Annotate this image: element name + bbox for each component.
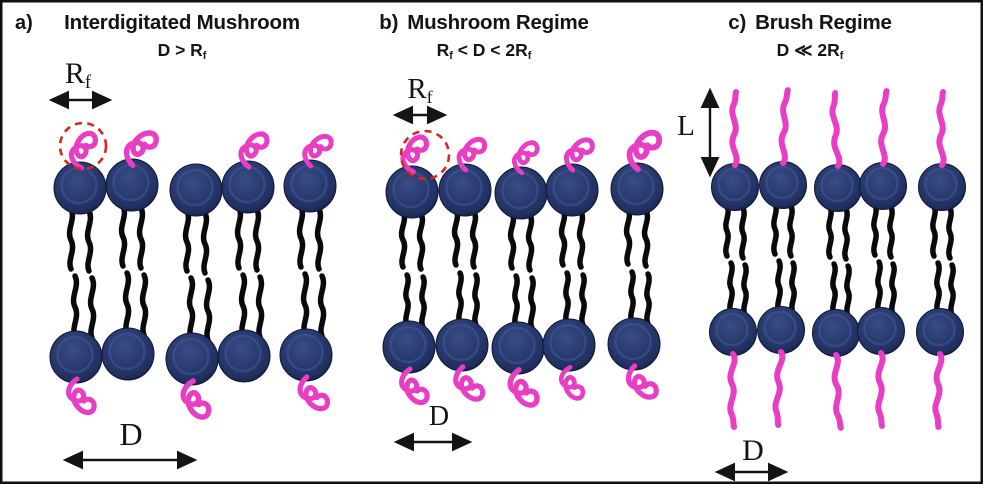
polymer-coil [559,367,585,399]
lipid-column [543,164,598,371]
highlight-dashed-circle [58,121,108,171]
lipid-column [383,166,438,373]
condition-text: D ≪ 2R [776,40,840,60]
polymer-chain [878,353,882,426]
lipid-column [492,167,547,374]
polymer-chain [939,92,943,165]
condition-text: < D < 2R [452,40,528,60]
panel-b-condition: Rf < D < 2Rf [338,40,630,63]
condition-text: R [436,40,450,60]
lipid-column [917,164,966,356]
polymer-chain [935,354,942,427]
panel-b-label: b) [379,11,399,34]
polymer-chain [833,355,841,428]
lipid-column [710,164,759,356]
panel-c-l-measure-label: L [677,110,695,142]
polymer-chain [780,90,788,163]
highlight-dashed-circle [399,129,451,181]
lipid-column [280,160,336,381]
panel-a-bilayer [50,159,336,385]
panel-a-d-measure-label: D [119,416,143,452]
lipid-column [166,164,222,385]
lipid-column [436,164,491,371]
lipid-column [758,162,807,354]
rf-text: R [407,73,427,105]
panel-b-d-measure-label: D [428,401,450,432]
polymer-chain [774,352,782,425]
polymer-chain [831,93,839,166]
polymer-chain [880,91,887,164]
panel-c-condition: D ≪ 2Rf [662,40,958,63]
lipid-column [102,159,158,380]
polymer-coil [510,370,537,405]
panel-b-title: b) Mushroom Regime [338,11,630,35]
panel-b-title-text: Mushroom Regime [407,11,589,34]
lipid-column [218,161,274,382]
panel-a-title: Interdigitated Mushroom [64,11,300,34]
polymer-coil [181,380,211,417]
panel-b-rf-measure-label: Rf [388,73,452,108]
panel-c-d-measure-label: D [742,434,764,467]
rf-subscript: f [426,87,433,108]
condition-subscript: f [202,50,207,63]
condition-text: D > R [157,40,203,60]
lipid-column [50,162,106,383]
panel-a-rf-measure-label: Rf [46,57,110,94]
panel-a-condition: D > Rf [38,40,326,63]
lipid-column [813,165,862,357]
lipid-column [608,163,663,370]
polymer-coil [402,369,428,403]
condition-subscript: f [449,50,453,63]
panel-c-label: c) [728,11,747,34]
panel-c-bilayer [710,162,966,357]
polymer-chain [732,92,736,165]
rf-subscript: f [84,72,92,94]
panel-c-title: c) Brush Regime [662,11,958,35]
panel-c-title-text: Brush Regime [755,11,892,34]
condition-subscript: f [527,50,532,63]
condition-subscript: f [839,50,844,63]
panel-b-bilayer [383,163,663,374]
panel-c-polymer-brushes [730,90,943,428]
lipid-column [858,163,907,355]
rf-text: R [64,57,85,90]
panel-a-label: a) [15,12,33,34]
polymer-coil [69,379,95,413]
polymer-chain [730,354,734,427]
